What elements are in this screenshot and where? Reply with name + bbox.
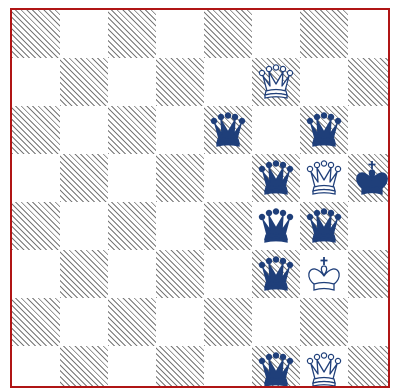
square-b8[interactable] [60, 10, 108, 58]
square-d5[interactable] [156, 154, 204, 202]
square-d3[interactable] [156, 250, 204, 298]
square-d1[interactable] [156, 346, 204, 388]
square-d2[interactable] [156, 298, 204, 346]
queen-icon [256, 158, 296, 198]
square-b2[interactable] [60, 298, 108, 346]
square-c3[interactable] [108, 250, 156, 298]
square-e7[interactable] [204, 58, 252, 106]
white-queen-g5[interactable] [300, 154, 348, 202]
square-e2[interactable] [204, 298, 252, 346]
square-a4[interactable] [12, 202, 60, 250]
square-h1[interactable] [348, 346, 390, 388]
black-queen-g4[interactable] [300, 202, 348, 250]
square-b7[interactable] [60, 58, 108, 106]
square-c1[interactable] [108, 346, 156, 388]
king-icon [304, 254, 344, 294]
square-h7[interactable] [348, 58, 390, 106]
square-a2[interactable] [12, 298, 60, 346]
chess-board-frame [10, 8, 390, 388]
square-g2[interactable] [300, 298, 348, 346]
chess-board [12, 10, 390, 388]
square-e1[interactable] [204, 346, 252, 388]
square-f2[interactable] [252, 298, 300, 346]
square-d8[interactable] [156, 10, 204, 58]
square-a8[interactable] [12, 10, 60, 58]
square-c5[interactable] [108, 154, 156, 202]
square-g7[interactable] [300, 58, 348, 106]
square-h4[interactable] [348, 202, 390, 250]
black-queen-f3[interactable] [252, 250, 300, 298]
white-queen-g1[interactable] [300, 346, 348, 388]
square-h3[interactable] [348, 250, 390, 298]
black-queen-f4[interactable] [252, 202, 300, 250]
square-e8[interactable] [204, 10, 252, 58]
square-f8[interactable] [252, 10, 300, 58]
square-a6[interactable] [12, 106, 60, 154]
square-b1[interactable] [60, 346, 108, 388]
square-b5[interactable] [60, 154, 108, 202]
square-d4[interactable] [156, 202, 204, 250]
square-a3[interactable] [12, 250, 60, 298]
queen-icon [256, 206, 296, 246]
square-f6[interactable] [252, 106, 300, 154]
queen-icon [256, 254, 296, 294]
square-h2[interactable] [348, 298, 390, 346]
black-queen-g6[interactable] [300, 106, 348, 154]
queen-icon [208, 110, 248, 150]
square-c7[interactable] [108, 58, 156, 106]
square-g8[interactable] [300, 10, 348, 58]
black-queen-e6[interactable] [204, 106, 252, 154]
square-c6[interactable] [108, 106, 156, 154]
queen-icon [256, 62, 296, 102]
queen-icon [304, 158, 344, 198]
square-e5[interactable] [204, 154, 252, 202]
square-c4[interactable] [108, 202, 156, 250]
square-a1[interactable] [12, 346, 60, 388]
square-h8[interactable] [348, 10, 390, 58]
black-queen-f1[interactable] [252, 346, 300, 388]
square-b3[interactable] [60, 250, 108, 298]
black-king-h5[interactable] [348, 154, 390, 202]
square-b4[interactable] [60, 202, 108, 250]
white-queen-f7[interactable] [252, 58, 300, 106]
square-d7[interactable] [156, 58, 204, 106]
square-e3[interactable] [204, 250, 252, 298]
queen-icon [304, 110, 344, 150]
square-a7[interactable] [12, 58, 60, 106]
square-e4[interactable] [204, 202, 252, 250]
square-h6[interactable] [348, 106, 390, 154]
square-b6[interactable] [60, 106, 108, 154]
queen-icon [304, 350, 344, 388]
black-queen-f5[interactable] [252, 154, 300, 202]
square-c2[interactable] [108, 298, 156, 346]
king-icon [352, 158, 390, 198]
square-d6[interactable] [156, 106, 204, 154]
white-king-g3[interactable] [300, 250, 348, 298]
queen-icon [256, 350, 296, 388]
queen-icon [304, 206, 344, 246]
square-c8[interactable] [108, 10, 156, 58]
square-a5[interactable] [12, 154, 60, 202]
